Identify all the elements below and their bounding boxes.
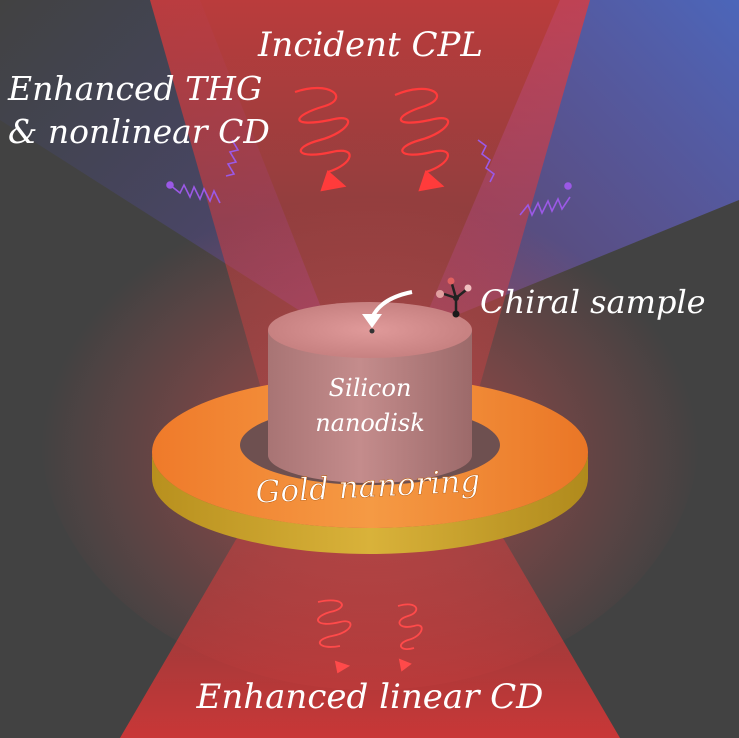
silicon-nanodisk [268, 302, 472, 483]
arrow-icon [320, 170, 347, 192]
arrow-icon [418, 170, 445, 192]
molecule-icon [436, 277, 472, 318]
arrow-icon [362, 290, 413, 328]
thg-label-line1: Enhanced THG [7, 69, 262, 108]
chiral-sample-label: Chiral sample [480, 283, 706, 321]
transmitted-wave-left [317, 599, 352, 674]
incident-wave-right [394, 87, 450, 192]
silicon-nanodisk-label-line2: nanodisk [315, 409, 425, 437]
transmitted-wave-right [397, 603, 423, 672]
incident-wave-left [294, 86, 351, 192]
enhanced-linear-cd-label: Enhanced linear CD [196, 677, 544, 717]
silicon-nanodisk-label-line1: Silicon [329, 374, 412, 402]
thg-label-line2: & nonlinear CD [8, 112, 270, 151]
thg-wave-left [166, 139, 240, 204]
incident-cpl-label: Incident CPL [257, 25, 483, 65]
thg-wave-right [477, 139, 572, 217]
